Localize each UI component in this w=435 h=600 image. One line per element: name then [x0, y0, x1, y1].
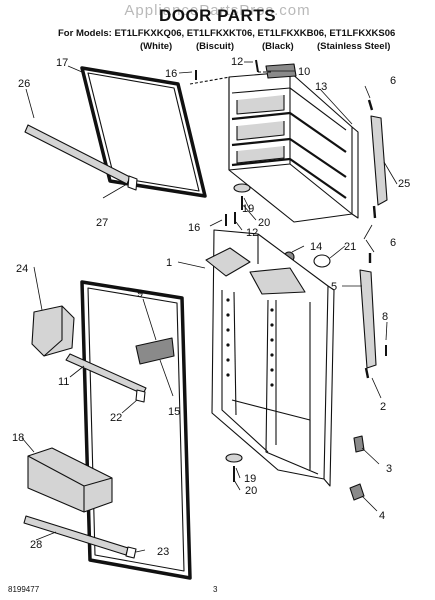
callout-19-lower: 19: [244, 473, 256, 485]
variant-stainless-steel: (Stainless Steel): [317, 41, 391, 52]
callout-15: 15: [168, 406, 180, 418]
hinge-cap: [349, 483, 365, 501]
callout-12-mid: 12: [246, 227, 258, 239]
variant-white: (White): [140, 41, 173, 52]
models-line: For Models: ET1LFKXKQ06, ET1LFKXKT06, ET…: [58, 28, 396, 39]
callout-24: 24: [16, 263, 28, 275]
upper-door-gasket: [80, 66, 207, 198]
callout-16-mid: 16: [188, 222, 200, 234]
callout-4: 4: [379, 510, 385, 522]
callout-6-top: 6: [390, 75, 396, 87]
upper-door-liner: [228, 71, 359, 223]
callout-23: 23: [157, 546, 169, 558]
page-title: DOOR PARTS: [158, 6, 277, 25]
variant-black: (Black): [262, 41, 294, 52]
label-holder: [135, 337, 175, 365]
callout-14: 14: [310, 241, 322, 253]
callout-22: 22: [110, 412, 122, 424]
upper-door-handle: [367, 99, 388, 219]
callout-18: 18: [12, 432, 24, 444]
callout-20-lower: 20: [245, 485, 257, 497]
screw-12-top: [255, 59, 259, 73]
lower-door-gasket: [80, 280, 192, 580]
fresh-food-door-liner: [205, 229, 335, 487]
callout-11: 11: [58, 376, 69, 388]
callout-17: 17: [56, 57, 68, 69]
callout-20-upper: 20: [258, 217, 270, 229]
callout-5: 5: [331, 281, 337, 293]
document-number: 8199477: [8, 585, 40, 594]
trim-clip-upper: [127, 175, 138, 191]
hinge-cover: [353, 435, 365, 453]
cap: [313, 254, 331, 268]
variant-biscuit: (Biscuit): [196, 41, 234, 52]
callout-3: 3: [386, 463, 392, 475]
callout-9: 9: [137, 288, 143, 300]
callout-27: 27: [96, 217, 108, 229]
callout-10: 10: [298, 66, 310, 78]
callout-25: 25: [398, 178, 410, 190]
hinge-bushing-upper: [233, 183, 251, 193]
callout-21: 21: [344, 241, 356, 253]
callout-26: 26: [18, 78, 30, 90]
callout-2: 2: [380, 401, 386, 413]
upper-trim-strip: [24, 124, 131, 185]
callout-13: 13: [315, 81, 327, 93]
door-bin: [27, 447, 113, 513]
lower-door-handle: [359, 269, 377, 379]
callout-19-upper: 19: [242, 203, 254, 215]
callout-28: 28: [30, 539, 42, 551]
callout-6-mid: 6: [390, 237, 396, 249]
callout-12-top: 12: [231, 56, 243, 68]
page-number: 3: [213, 585, 218, 594]
callout-16-top: 16: [165, 68, 177, 80]
watermark: AppliancePartsPros.com: [124, 2, 311, 19]
shelf-bar: [65, 353, 147, 395]
callout-1: 1: [166, 257, 172, 269]
callout-8: 8: [382, 311, 388, 323]
